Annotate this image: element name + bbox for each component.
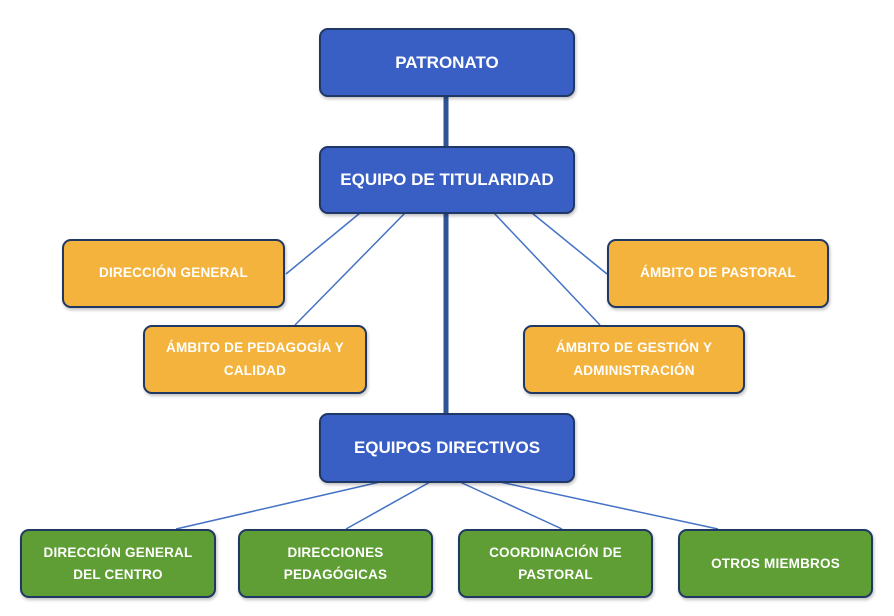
equipos-directivos-label: EQUIPOS DIRECTIVOS (353, 438, 541, 457)
coordinacion-pastoral-node: COORDINACIÓN DE PASTORAL (458, 529, 653, 598)
ambito-pastoral-node: ÁMBITO DE PASTORAL (607, 239, 829, 308)
ambito-pedagogia-label: ÁMBITO DE PEDAGOGÍA Y CALIDAD (166, 340, 344, 378)
direccion-general-label: DIRECCIÓN GENERAL (99, 265, 248, 281)
otros-miembros-label: OTROS MIEMBROS (711, 555, 840, 571)
equipo-titularidad-label: EQUIPO DE TITULARIDAD (340, 170, 554, 189)
ambito-gestion-label: ÁMBITO DE GESTIÓN Y ADMINISTRACIÓN (555, 340, 713, 378)
equipos-directivos-node: EQUIPOS DIRECTIVOS (319, 413, 575, 483)
patronato-node: PATRONATO (319, 28, 575, 97)
patronato-label: PATRONATO (395, 52, 499, 72)
direcciones-pedagogicas-node: DIRECCIONES PEDAGÓGICAS (238, 529, 433, 598)
connector-to-direccion-centro (175, 481, 381, 530)
equipo-titularidad-node: EQUIPO DE TITULARIDAD (319, 146, 575, 214)
ambito-pastoral-label: ÁMBITO DE PASTORAL (640, 265, 796, 281)
ambito-pedagogia-node: ÁMBITO DE PEDAGOGÍA Y CALIDAD (143, 325, 367, 394)
direccion-general-node: DIRECCIÓN GENERAL (62, 239, 285, 308)
connector-to-otros (499, 481, 719, 530)
connector-to-direccion-general (285, 212, 361, 275)
connector-to-pedagogicas (345, 481, 431, 530)
direcciones-pedagogicas-label: DIRECCIONES PEDAGÓGICAS (283, 544, 388, 582)
direccion-centro-label: DIRECCIÓN GENERAL DEL CENTRO (43, 544, 193, 582)
coordinacion-pastoral-label: COORDINACIÓN DE PASTORAL (489, 544, 622, 582)
direccion-centro-node: DIRECCIÓN GENERAL DEL CENTRO (20, 529, 216, 598)
ambito-gestion-node: ÁMBITO DE GESTIÓN Y ADMINISTRACIÓN (523, 325, 745, 394)
connector-to-pedagogia (294, 212, 406, 326)
connector-to-pastoral (531, 212, 608, 275)
connector-to-coordinacion (459, 481, 563, 530)
otros-miembros-node: OTROS MIEMBROS (678, 529, 873, 598)
connector-to-gestion (493, 212, 601, 326)
